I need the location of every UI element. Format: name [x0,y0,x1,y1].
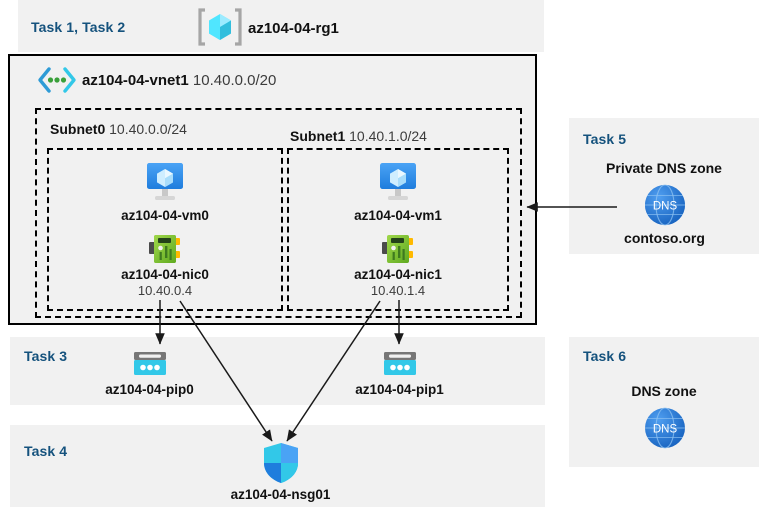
subnet1-name: Subnet1 [290,128,346,144]
vnet-title: az104-04-vnet1 10.40.0.0/20 [82,72,276,89]
pip1-label: az104-04-pip1 [355,382,444,397]
subnets-container [35,108,522,318]
pip1-node[interactable]: az104-04-pip1 [347,348,452,397]
resource-group-icon [197,6,243,48]
dns-zone-icon: DNS [612,406,717,450]
task-label-3: Task 3 [24,348,68,364]
pip0-node[interactable]: az104-04-pip0 [97,348,202,397]
subnet1-title: Subnet1 10.40.1.0/24 [290,128,427,144]
virtual-machine-icon [85,160,245,206]
vnet-name: az104-04-vnet1 [82,72,189,89]
nic1-ip: 10.40.1.4 [370,283,426,298]
private-dns-node[interactable]: DNS contoso.org [612,183,717,246]
nsg-node[interactable]: az104-04-nsg01 [228,441,333,502]
vm1-label: az104-04-vm1 [354,208,442,223]
subnet1-cidr: 10.40.1.0/24 [349,128,427,144]
task-label-5: Task 5 [583,131,627,147]
resource-group-name: az104-04-rg1 [248,20,339,37]
vm1-node[interactable]: az104-04-vm1 [318,160,478,223]
network-security-group-icon [228,441,333,485]
nic1-label: az104-04-nic1 [354,267,442,282]
nsg-label: az104-04-nsg01 [230,487,331,502]
private-dns-heading: Private DNS zone [606,160,722,176]
public-ip-panel [10,337,545,405]
public-ip-icon [97,348,202,380]
nic0-node[interactable]: az104-04-nic0 10.40.0.4 [85,233,245,298]
subnet0-title: Subnet0 10.40.0.0/24 [50,121,187,137]
subnet0-name: Subnet0 [50,121,106,137]
dns-zone-node[interactable]: DNS [612,406,717,450]
subnet1-box [287,148,509,311]
dns-icon-text: DNS [652,201,677,213]
network-interface-icon [318,233,478,265]
private-dns-label: contoso.org [624,230,705,246]
vm0-node[interactable]: az104-04-vm0 [85,160,245,223]
vnet-box [8,54,537,325]
virtual-network-icon [36,66,78,94]
task-label-1-2: Task 1, Task 2 [31,19,126,35]
nic0-ip: 10.40.0.4 [137,283,193,298]
dns-zone-heading: DNS zone [631,383,697,399]
nic1-node[interactable]: az104-04-nic1 10.40.1.4 [318,233,478,298]
vm0-label: az104-04-vm0 [121,208,209,223]
nic0-label: az104-04-nic0 [121,267,209,282]
vnet-address-space: 10.40.0.0/20 [192,72,277,89]
dns-zone-icon: DNS [612,183,717,227]
public-ip-icon [347,348,452,380]
pip0-label: az104-04-pip0 [105,382,194,397]
subnet0-box [47,148,283,311]
subnet0-cidr: 10.40.0.0/24 [109,121,187,137]
dns-icon-text: DNS [652,424,677,436]
resource-group-panel [18,0,544,52]
task-label-6: Task 6 [583,348,627,364]
task-label-4: Task 4 [24,443,68,459]
network-interface-icon [85,233,245,265]
virtual-machine-icon [318,160,478,206]
